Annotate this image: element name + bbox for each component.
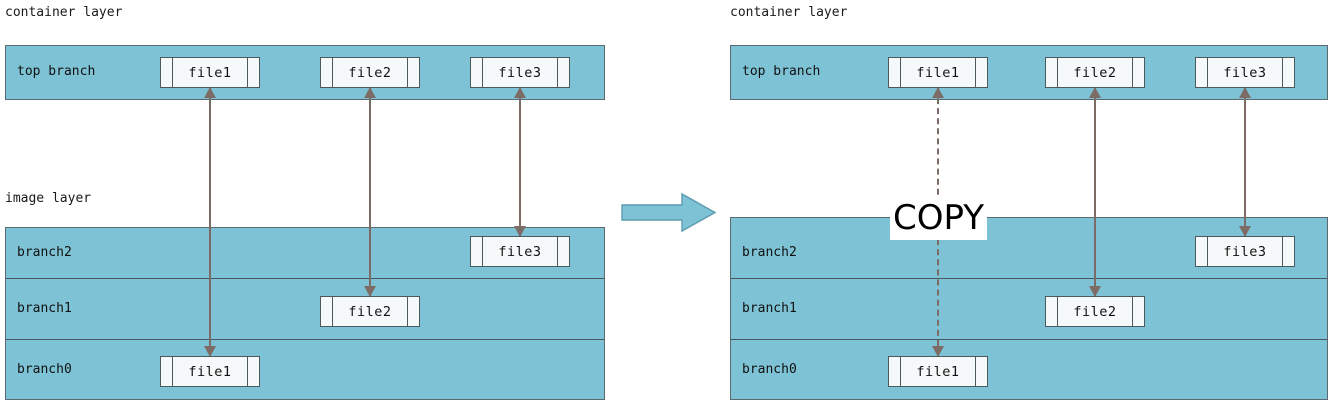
left-top-branch-file2-box[interactable]: file2 [320,57,420,88]
left-row-top-branch: top branch [6,46,604,99]
file-box-right-cap [557,58,569,87]
file-box-label: file3 [498,243,542,260]
file-box-label: file3 [498,64,542,81]
file-box-label: file2 [1073,303,1117,320]
file-box-right-cap [1132,58,1144,87]
left-branch2-file3-box[interactable]: file3 [470,236,570,267]
arrowhead-up-icon [1239,87,1251,98]
file-box-left-cap [889,357,901,386]
left-branch1-file2-box[interactable]: file2 [320,296,420,327]
file-box-label: file3 [1223,243,1267,260]
file-box-left-cap [321,58,333,87]
arrowhead-down-icon [932,346,944,357]
file-box-right-cap [1282,58,1294,87]
left-row-branch1: branch1 [6,279,604,340]
left-top-branch-file3-box[interactable]: file3 [470,57,570,88]
right-top-branch-file3-box[interactable]: file3 [1195,57,1295,88]
file-box-left-cap [321,297,333,326]
left-connector-file2 [364,87,376,297]
arrowhead-down-icon [1089,286,1101,297]
connector-shaft [209,88,211,356]
file-box-right-cap [407,58,419,87]
right-row-label-branch1: branch1 [742,301,797,316]
file-box-left-cap [889,58,901,87]
right-connector-file2 [1089,87,1101,297]
file-box-right-cap [407,297,419,326]
file-box-label: file1 [916,363,960,380]
file-box-right-cap [975,357,987,386]
arrowhead-down-icon [1239,226,1251,237]
copy-annotation-label: COPY [890,198,987,240]
left-row-label-branch1: branch1 [17,301,72,316]
right-row-branch1: branch1 [731,279,1327,340]
file-box-label: file2 [348,303,392,320]
right-branch1-file2-box[interactable]: file2 [1045,296,1145,327]
file-box-left-cap [471,237,483,266]
right-row-label-branch2: branch2 [742,245,797,260]
right-top-branch-file1-box[interactable]: file1 [888,57,988,88]
left-row-branch2: branch2 [6,228,604,279]
right-row-branch2: branch2 [731,218,1327,279]
arrowhead-up-icon [1089,87,1101,98]
file-box-left-cap [1196,58,1208,87]
right-row-label-top-branch: top branch [742,64,821,79]
file-box-right-cap [1282,237,1294,266]
file-box-left-cap [471,58,483,87]
right-row-label-branch0: branch0 [742,362,797,377]
left-image-layer-caption: image layer [5,191,92,206]
arrowhead-up-icon [204,87,216,98]
file-box-label: file3 [1223,64,1267,81]
left-container-layer-caption: container layer [5,5,123,20]
left-row-branch0: branch0 [6,340,604,399]
file-box-left-cap [161,58,173,87]
right-top-branch-file2-box[interactable]: file2 [1045,57,1145,88]
left-top-branch-file1-box[interactable]: file1 [160,57,260,88]
right-container-layer-caption: container layer [730,5,848,20]
left-row-label-branch2: branch2 [17,245,72,260]
file-box-label: file1 [916,64,960,81]
arrowhead-up-icon [514,87,526,98]
file-box-right-cap [975,58,987,87]
connector-shaft [369,88,371,296]
file-box-left-cap [1046,58,1058,87]
arrowhead-up-icon [932,87,944,98]
file-box-left-cap [1046,297,1058,326]
file-box-right-cap [1132,297,1144,326]
left-connector-file3 [514,87,526,237]
file-box-right-cap [247,357,259,386]
file-box-right-cap [247,58,259,87]
connector-shaft [519,88,521,236]
file-box-label: file2 [1073,64,1117,81]
file-box-label: file1 [188,64,232,81]
file-box-left-cap [1196,237,1208,266]
left-connector-file1 [204,87,216,357]
left-branch0-file1-box[interactable]: file1 [160,356,260,387]
file-box-label: file1 [188,363,232,380]
arrowhead-down-icon [514,226,526,237]
file-box-right-cap [557,237,569,266]
arrowhead-down-icon [204,346,216,357]
connector-shaft [1244,88,1246,236]
right-branch0-file1-box[interactable]: file1 [888,356,988,387]
left-row-label-branch0: branch0 [17,362,72,377]
connector-shaft [1094,88,1096,296]
left-row-label-top-branch: top branch [17,64,96,79]
file-box-label: file2 [348,64,392,81]
transition-right-arrow-icon [620,192,718,234]
arrowhead-up-icon [364,87,376,98]
right-row-branch0: branch0 [731,340,1327,399]
file-box-left-cap [161,357,173,386]
right-branch2-file3-box[interactable]: file3 [1195,236,1295,267]
arrowhead-down-icon [364,286,376,297]
right-connector-file3 [1239,87,1251,237]
right-row-top-branch: top branch [731,46,1327,99]
